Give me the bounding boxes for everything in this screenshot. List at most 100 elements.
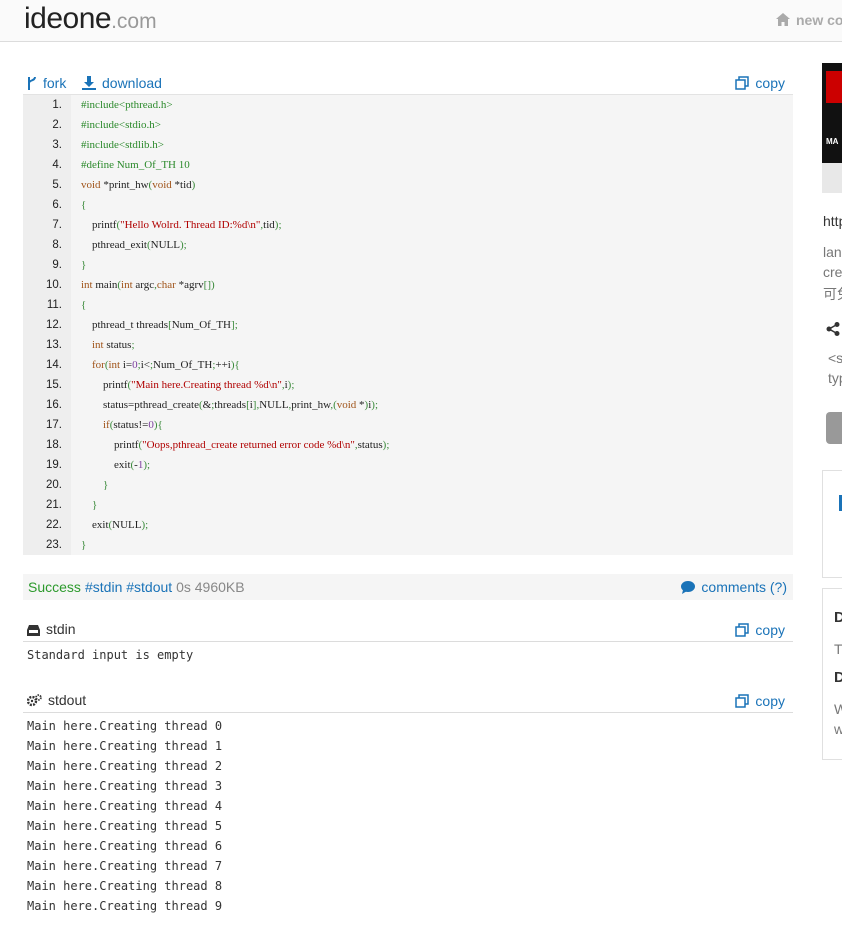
line-number: 8. xyxy=(52,239,62,251)
stdin-header: stdin copy xyxy=(23,621,793,642)
sidebar-desc-line-1: lan xyxy=(823,244,842,260)
code-line: 14. for(int i=0;i<;Num_Of_TH;++i){ xyxy=(23,355,793,375)
result-bar: Success #stdin #stdout 0s 4960KB comment… xyxy=(23,574,793,600)
code-text: { xyxy=(81,299,87,311)
share-icon[interactable] xyxy=(826,322,840,339)
code-text: printf("Hello Wolrd. Thread ID:%d\n",tid… xyxy=(81,219,282,231)
sidebar-desc-line-2: cre xyxy=(823,264,842,280)
tag-stdout[interactable]: #stdout xyxy=(126,579,173,595)
code-line: 2. #include<stdio.h> xyxy=(23,115,793,135)
code-text: int main(int argc,char *agrv[]) xyxy=(81,279,215,291)
code-text: } xyxy=(92,499,98,511)
stdin-copy-button[interactable]: copy xyxy=(735,622,785,638)
code-line: 11.{ xyxy=(23,295,793,315)
exec-time: 0s xyxy=(176,579,191,595)
ad-logo xyxy=(826,71,842,103)
stdout-line: Main here.Creating thread 9 xyxy=(27,899,223,913)
code-line: 4.#define Num_Of_TH 10 xyxy=(23,155,793,175)
line-number: 10. xyxy=(46,279,62,291)
embed-code-line-2: typ xyxy=(828,370,842,386)
code-text: exit(-1); xyxy=(81,459,151,471)
line-number: 5. xyxy=(52,179,62,191)
code-copy-button[interactable]: copy xyxy=(735,75,785,91)
fork-label: fork xyxy=(43,75,67,91)
stdout-line: Main here.Creating thread 2 xyxy=(27,759,223,773)
code-line: 16. status=pthread_create(&;threads[i],N… xyxy=(23,395,793,415)
code-line: 1.#include<pthread.h> xyxy=(23,95,793,115)
code-text: pthread_t threads[Num_Of_TH]; xyxy=(81,319,238,331)
download-button[interactable]: download xyxy=(82,75,162,91)
code-text: printf("Main here.Creating thread %d\n",… xyxy=(81,379,295,391)
download-label: download xyxy=(102,75,162,91)
code-text: for(int i=0;i<;Num_Of_TH;++i){ xyxy=(92,359,240,371)
code-line: 8. pthread_exit(NULL); xyxy=(23,235,793,255)
tag-stdin[interactable]: #stdin xyxy=(85,579,123,595)
copy-icon xyxy=(735,76,750,90)
code-line: 17. if(status!=0){ xyxy=(23,415,793,435)
sidebar-desc-line-3: 可免 xyxy=(823,286,842,302)
code-line: 3.#include<stdlib.h> xyxy=(23,135,793,155)
box-text-3: w xyxy=(834,721,842,737)
status-badge: Success xyxy=(28,579,81,595)
sidebar-box-1 xyxy=(822,470,842,578)
gears-icon xyxy=(27,694,42,707)
download-icon xyxy=(82,76,96,90)
line-number: 13. xyxy=(46,339,62,351)
code-line: 9.} xyxy=(23,255,793,275)
home-icon xyxy=(776,13,790,26)
copy-icon xyxy=(735,623,750,637)
stdout-line: Main here.Creating thread 0 xyxy=(27,719,223,733)
code-line: 13. int status; xyxy=(23,335,793,355)
stdout-copy-label: copy xyxy=(755,693,785,709)
inbox-icon xyxy=(27,625,40,636)
code-line: 10. int main(int argc,char *agrv[]) xyxy=(23,275,793,295)
line-number: 6. xyxy=(52,199,62,211)
comments-label: comments (?) xyxy=(701,579,787,595)
code-text: void *print_hw(void *tid) xyxy=(81,179,196,191)
line-number: 2. xyxy=(52,119,62,131)
fork-button[interactable]: fork xyxy=(27,75,66,91)
comments-link[interactable]: comments (?) xyxy=(681,574,787,600)
site-logo[interactable]: ideone.com xyxy=(24,2,157,36)
code-text: { xyxy=(81,199,87,211)
line-number: 7. xyxy=(52,219,62,231)
sidebar-box-accent xyxy=(839,495,842,511)
sidebar-button[interactable] xyxy=(826,412,842,444)
code-line: 20. } xyxy=(23,475,793,495)
code-text: #include<stdio.h> xyxy=(81,119,161,131)
stdout-copy-button[interactable]: copy xyxy=(735,693,785,709)
code-line: 15. printf("Main here.Creating thread %d… xyxy=(23,375,793,395)
code-text: #include<stdlib.h> xyxy=(81,139,164,151)
sidebar-url[interactable]: http xyxy=(823,213,842,229)
line-number: 1. xyxy=(52,99,62,111)
box-heading-2: D xyxy=(834,669,842,686)
sidebar-box-2: D T D W w xyxy=(822,588,842,760)
code-text: } xyxy=(81,259,87,271)
stdout-title-wrap: stdout xyxy=(27,692,86,708)
code-text: } xyxy=(81,539,87,551)
code-text: #define Num_Of_TH 10 xyxy=(81,159,190,171)
line-number-gutter xyxy=(23,95,71,555)
line-number: 15. xyxy=(46,379,62,391)
stdout-line: Main here.Creating thread 4 xyxy=(27,799,223,813)
code-line: 21. } xyxy=(23,495,793,515)
source-code-block[interactable]: 1.#include<pthread.h> 2. #include<stdio.h>… xyxy=(23,94,793,555)
stdout-line: Main here.Creating thread 1 xyxy=(27,739,223,753)
stdout-line: Main here.Creating thread 8 xyxy=(27,879,223,893)
box-text-1: T xyxy=(834,641,842,657)
code-text: printf("Oops,pthread_create returned err… xyxy=(81,439,390,451)
stdin-title-wrap: stdin xyxy=(27,621,76,637)
exec-memory: 4960KB xyxy=(194,579,245,595)
line-number: 19. xyxy=(46,459,62,471)
new-code-link[interactable]: new co xyxy=(776,12,842,28)
code-toolbar: fork download copy xyxy=(23,74,793,94)
code-line: 22. exit(NULL); xyxy=(23,515,793,535)
line-number: 23. xyxy=(46,539,62,551)
advertisement-banner[interactable]: MA xyxy=(822,63,842,193)
result-tags: #stdin #stdout 0s 4960KB xyxy=(85,574,245,600)
code-line: 7. printf("Hello Wolrd. Thread ID:%d\n",… xyxy=(23,215,793,235)
line-number: 14. xyxy=(46,359,62,371)
line-number: 17. xyxy=(46,419,62,431)
code-text: if(status!=0){ xyxy=(103,419,163,431)
line-number: 21. xyxy=(46,499,62,511)
